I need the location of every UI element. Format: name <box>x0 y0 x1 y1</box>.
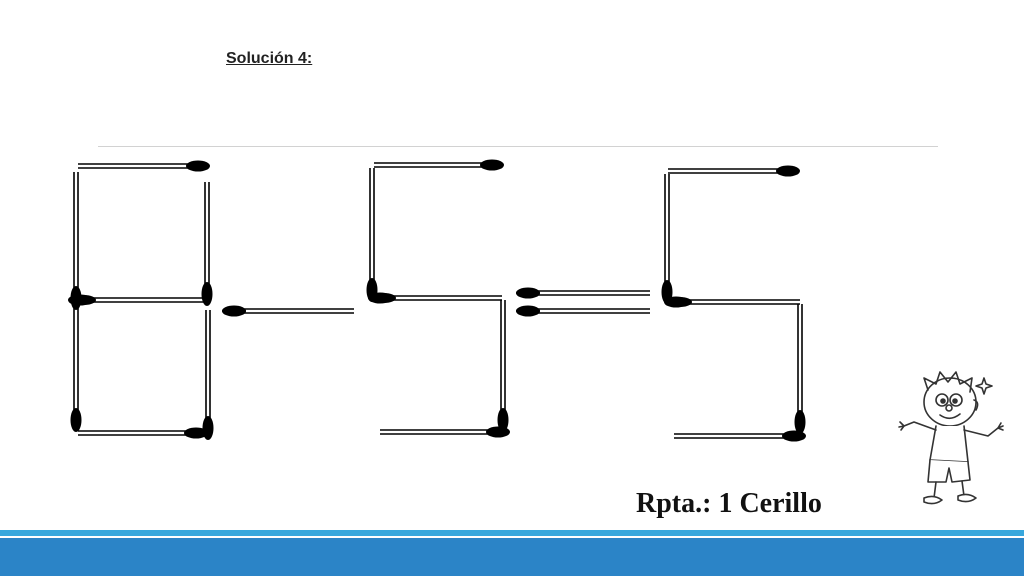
answer-text: Rpta.: 1 Cerillo <box>636 488 822 519</box>
slide-title: Solución 4: <box>226 50 313 67</box>
match-head <box>794 410 806 434</box>
digit-8-lower-left <box>70 308 82 432</box>
footer-bar <box>0 538 1024 576</box>
match-head <box>201 282 213 306</box>
match-head <box>668 297 692 307</box>
match-head <box>782 430 806 442</box>
match-head <box>497 408 509 432</box>
result-5-top <box>668 165 800 177</box>
digit-8-upper-right <box>201 182 213 306</box>
digit-5-upper-left <box>366 168 378 302</box>
digit-5-lower-right <box>497 300 509 432</box>
match-head <box>72 295 96 305</box>
match-head <box>186 160 210 172</box>
match-head <box>480 159 504 171</box>
digit-8-top <box>78 160 210 172</box>
footer-accent-strip <box>0 530 1024 536</box>
match-head <box>184 427 208 439</box>
result-5-upper-left <box>661 174 673 304</box>
match-head <box>486 426 510 438</box>
digit-5-top <box>374 159 504 171</box>
divider <box>98 146 938 147</box>
match-head <box>516 306 540 316</box>
result-5-lower-right <box>794 304 806 434</box>
match-head <box>776 165 800 177</box>
match-head <box>222 306 246 316</box>
result-5-bottom <box>674 430 806 442</box>
digit-8-lower-right <box>202 310 214 440</box>
digit-8-upper-left <box>70 172 82 310</box>
cartoon-boy-icon <box>898 371 1004 505</box>
match-head <box>372 293 396 303</box>
match-head <box>70 408 82 432</box>
digit-5-bottom <box>380 426 510 438</box>
match-head <box>516 288 540 298</box>
digit-8-bottom <box>78 427 208 439</box>
